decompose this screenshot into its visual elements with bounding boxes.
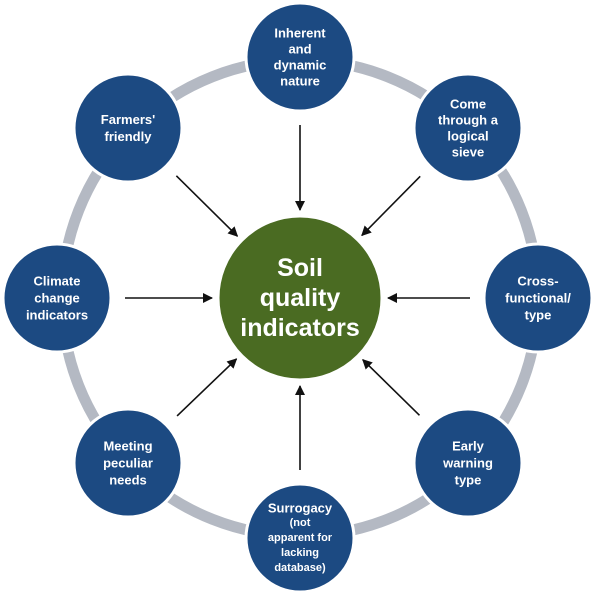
node-label-line: Inherent	[274, 26, 326, 41]
node-label-line: Early	[452, 439, 485, 454]
node-label-line: functional/	[505, 291, 571, 306]
node-label-line: needs	[109, 473, 147, 488]
arrow-logical-sieve	[361, 175, 421, 237]
node-label-line: type	[525, 308, 552, 323]
node-label-line: logical	[447, 129, 488, 144]
node-label-line: change	[34, 291, 80, 306]
node-label-line: through a	[438, 113, 499, 128]
node-circle	[412, 407, 524, 519]
node-label-line: dynamic	[274, 58, 327, 73]
node-circle	[482, 242, 594, 354]
node-label-line: database)	[274, 562, 326, 574]
center-circle	[216, 214, 384, 382]
node-label-line: Come	[450, 97, 486, 112]
node-label-line: Farmers'	[101, 112, 155, 127]
center-label-line: indicators	[240, 314, 359, 342]
arrow-peculiar-needs	[176, 358, 238, 417]
node-label-line: type	[455, 473, 482, 488]
node-label-line: nature	[280, 74, 320, 89]
node-circle	[72, 407, 184, 519]
node-circle	[1, 242, 113, 354]
node-label-line: (not	[290, 517, 311, 529]
node-surrogacy: Surrogacy(not apparent for lacking database…	[244, 482, 356, 594]
node-label-line: warning	[442, 456, 493, 471]
node-label-line: peculiar	[103, 456, 153, 471]
node-label-line: and	[288, 42, 311, 57]
center-label-line: Soil	[277, 254, 323, 282]
node-circle	[412, 72, 524, 184]
arrow-farmers-friendly	[175, 175, 239, 237]
node-label-line: Surrogacy	[268, 501, 333, 516]
node-cross-functional: Cross-functional/type	[482, 242, 594, 354]
node-climate-change: Climate change indicators	[1, 242, 113, 354]
node-circle	[244, 1, 356, 113]
center-label-line: quality	[260, 284, 341, 312]
node-label-line: sieve	[452, 145, 485, 160]
node-label-line: Meeting	[103, 439, 152, 454]
node-peculiar-needs: Meeting peculiar needs	[72, 407, 184, 519]
node-label-line: Climate	[34, 274, 81, 289]
node-label-line: friendly	[105, 129, 153, 144]
node-label-line: indicators	[26, 308, 88, 323]
node-circle	[244, 482, 356, 594]
node-early-warning: Early warning type	[412, 407, 524, 519]
node-label-line: lacking	[281, 547, 319, 559]
node-label-line: Cross-	[517, 274, 558, 289]
node-farmers-friendly: Farmers' friendly	[72, 72, 184, 184]
node-circle	[72, 72, 184, 184]
node-label-line: apparent for	[268, 532, 333, 544]
arrow-early-warning	[362, 358, 421, 416]
